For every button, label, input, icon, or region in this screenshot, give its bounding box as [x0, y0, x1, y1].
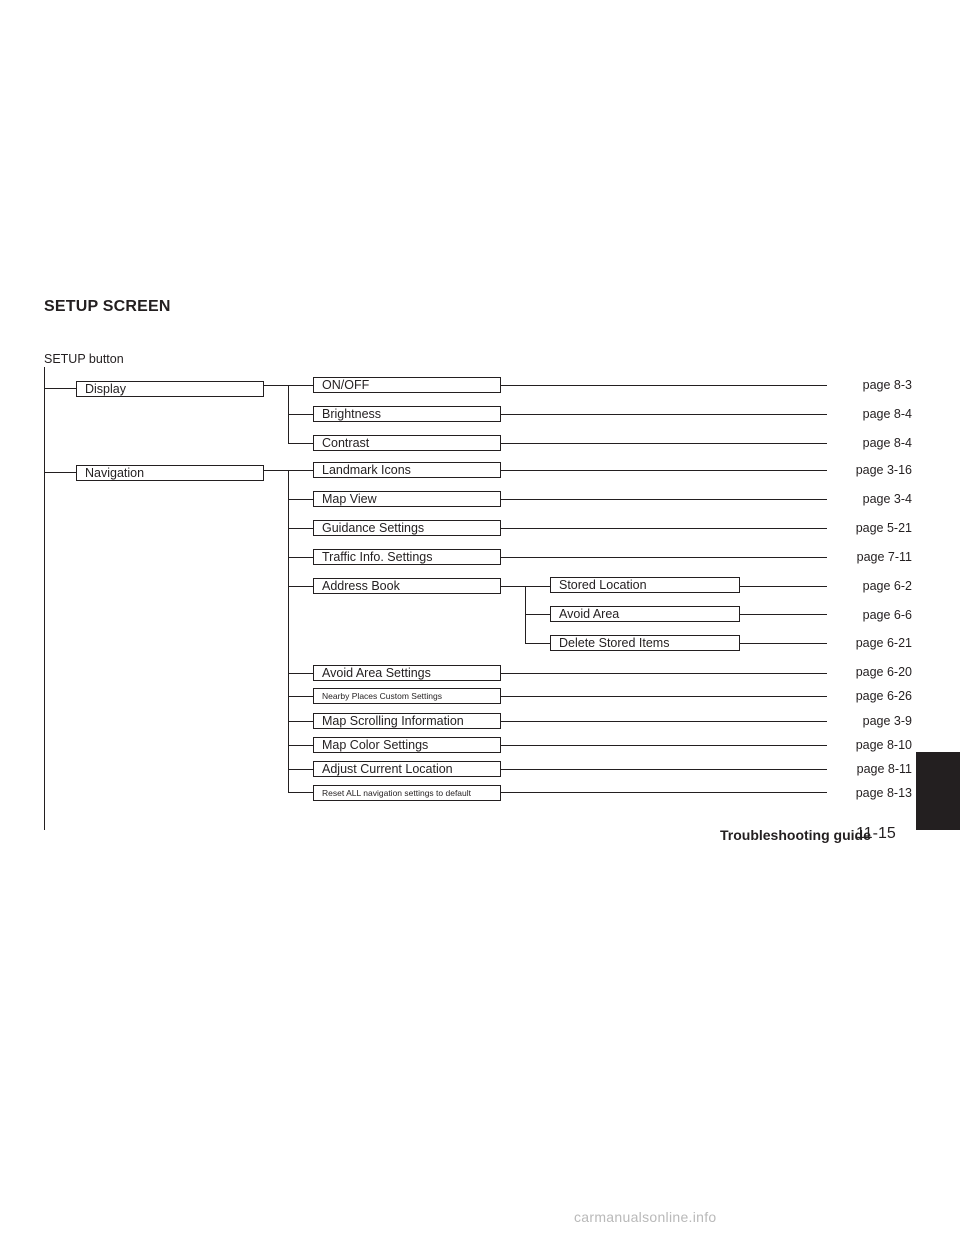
page-ref-avoid-area-settings: page 6-20 — [855, 665, 912, 679]
page-ref-map-color-settings: page 8-10 — [855, 738, 912, 752]
connector-stored-location — [525, 586, 550, 587]
menu-brightness[interactable]: Brightness — [313, 406, 501, 422]
menu-landmark-icons[interactable]: Landmark Icons — [313, 462, 501, 478]
leader-delete-stored-items — [739, 643, 827, 644]
leader-stored-location — [739, 586, 827, 587]
page-ref-traffic-info-settings: page 7-11 — [856, 550, 912, 564]
page-ref-map-view: page 3-4 — [862, 492, 912, 506]
menu-avoid-area-settings[interactable]: Avoid Area Settings — [313, 665, 501, 681]
connector-map-color-settings — [288, 745, 313, 746]
leader-map-scrolling-information — [500, 721, 827, 722]
page-ref-on-off: page 8-3 — [862, 378, 912, 392]
connector-brightness — [288, 414, 313, 415]
menu-nearby-places-custom-settings[interactable]: Nearby Places Custom Settings — [313, 688, 501, 704]
connector-guidance-settings — [288, 528, 313, 529]
leader-brightness — [500, 414, 827, 415]
page-ref-adjust-current-location: page 8-11 — [856, 762, 912, 776]
connector-avoid-area — [525, 614, 550, 615]
menu-map-scrolling-information[interactable]: Map Scrolling Information — [313, 713, 501, 729]
menu-reset-all-navigation-settings[interactable]: Reset ALL navigation settings to default — [313, 785, 501, 801]
leader-on-off — [500, 385, 827, 386]
connector-address-book — [288, 586, 313, 587]
leader-traffic-info-settings — [500, 557, 827, 558]
page-ref-brightness: page 8-4 — [862, 407, 912, 421]
leader-reset-all — [500, 792, 827, 793]
leader-avoid-area-settings — [500, 673, 827, 674]
connector-map-view — [288, 499, 313, 500]
section-title: SETUP SCREEN — [44, 298, 171, 315]
menu-address-book[interactable]: Address Book — [313, 578, 501, 594]
leader-map-view — [500, 499, 827, 500]
footer-section-label: Troubleshooting guide — [720, 827, 871, 843]
navigation-branch-line — [288, 470, 289, 792]
leader-map-color-settings — [500, 745, 827, 746]
connector-reset-all — [288, 792, 313, 793]
connector-avoid-area-settings — [288, 673, 313, 674]
leader-guidance-settings — [500, 528, 827, 529]
connector-delete-stored-items — [525, 643, 550, 644]
menu-contrast[interactable]: Contrast — [313, 435, 501, 451]
page-ref-reset-all: page 8-13 — [855, 786, 912, 800]
page-ref-delete-stored-items: page 6-21 — [855, 636, 912, 650]
connector-address-book-branch — [500, 586, 525, 587]
menu-navigation[interactable]: Navigation — [76, 465, 264, 481]
menu-display[interactable]: Display — [76, 381, 264, 397]
connector-landmark-icons — [288, 470, 313, 471]
page-ref-guidance-settings: page 5-21 — [855, 521, 912, 535]
page-ref-landmark-icons: page 3-16 — [855, 463, 912, 477]
menu-map-color-settings[interactable]: Map Color Settings — [313, 737, 501, 753]
menu-on-off[interactable]: ON/OFF — [313, 377, 501, 393]
root-trunk-line — [44, 367, 45, 830]
menu-delete-stored-items[interactable]: Delete Stored Items — [550, 635, 740, 651]
connector-adjust-current-location — [288, 769, 313, 770]
watermark-text: carmanualsonline.info — [574, 1209, 717, 1225]
menu-stored-location[interactable]: Stored Location — [550, 577, 740, 593]
connector-traffic-info-settings — [288, 557, 313, 558]
leader-adjust-current-location — [500, 769, 827, 770]
leader-avoid-area — [739, 614, 827, 615]
leader-nearby-places — [500, 696, 827, 697]
page-ref-stored-location: page 6-2 — [862, 579, 912, 593]
menu-avoid-area[interactable]: Avoid Area — [550, 606, 740, 622]
leader-contrast — [500, 443, 827, 444]
connector-display-branch — [263, 385, 288, 386]
connector-map-scrolling-information — [288, 721, 313, 722]
connector-navigation-branch — [263, 470, 288, 471]
footer-page-number: 11-15 — [856, 825, 896, 842]
page-ref-map-scrolling-information: page 3-9 — [862, 714, 912, 728]
menu-adjust-current-location[interactable]: Adjust Current Location — [313, 761, 501, 777]
connector-display — [44, 388, 76, 389]
setup-button-label: SETUP button — [44, 352, 124, 366]
menu-traffic-info-settings[interactable]: Traffic Info. Settings — [313, 549, 501, 565]
connector-nearby-places — [288, 696, 313, 697]
chapter-tab-marker — [916, 752, 960, 830]
connector-contrast — [288, 443, 313, 444]
connector-navigation — [44, 472, 76, 473]
menu-guidance-settings[interactable]: Guidance Settings — [313, 520, 501, 536]
page-ref-avoid-area: page 6-6 — [862, 608, 912, 622]
connector-on-off — [288, 385, 313, 386]
page-ref-nearby-places: page 6-26 — [855, 689, 912, 703]
menu-map-view[interactable]: Map View — [313, 491, 501, 507]
leader-landmark-icons — [500, 470, 827, 471]
page-ref-contrast: page 8-4 — [862, 436, 912, 450]
